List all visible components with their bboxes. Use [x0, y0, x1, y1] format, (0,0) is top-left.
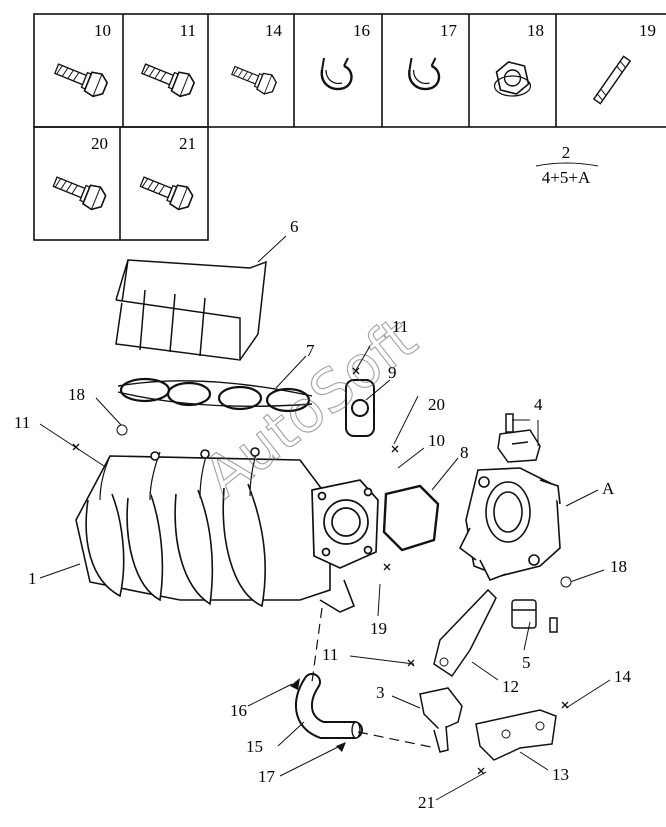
hose-clamp-icon [320, 56, 353, 91]
hose-clamp-icon [408, 56, 441, 91]
callouts: 1 3 4 5 6 7 8 9 10 11 11 11 12 13 14 15 … [14, 217, 632, 812]
callout-A: A [602, 479, 615, 498]
callout-14: 14 [614, 667, 632, 686]
callout-12: 12 [502, 677, 519, 696]
fastener-number: 11 [180, 21, 196, 40]
assembly-note-number: 2 [562, 143, 571, 162]
flange-bolt-icon [51, 56, 111, 101]
throttle-body [458, 467, 561, 582]
fastener-number: 19 [639, 21, 656, 40]
fastener-cell-14: 14 [228, 21, 283, 98]
bracket-13 [475, 709, 557, 761]
fastener-cell-21: 21 [136, 134, 196, 214]
flange-nut-icon [493, 61, 532, 97]
callout-10: 10 [428, 431, 445, 450]
callout-9: 9 [388, 363, 397, 382]
callout-13: 13 [552, 765, 569, 784]
cross-markers [72, 367, 569, 775]
callout-11-bottom: 11 [322, 645, 338, 664]
fastener-number: 16 [353, 21, 370, 40]
routing-lines [311, 607, 437, 749]
vacuum-hose [295, 673, 363, 739]
throttle-gasket [382, 484, 440, 552]
fastener-cell-10: 10 [51, 21, 111, 101]
manifold-throttle-flange [311, 479, 379, 569]
intake-manifold [75, 447, 356, 613]
fastener-cell-16: 16 [320, 21, 370, 91]
callout-1: 1 [28, 569, 37, 588]
fastener-cell-20: 20 [49, 134, 109, 214]
throttle-position-sensor [497, 413, 541, 463]
bracket-12 [433, 588, 497, 678]
flange-bolt-icon [138, 56, 198, 101]
callout-6: 6 [290, 217, 299, 236]
callout-15: 15 [246, 737, 263, 756]
callout-19: 19 [370, 619, 387, 638]
idle-control-valve [511, 599, 558, 633]
o-ring-marker-18b [560, 576, 572, 588]
fastener-table [33, 13, 666, 241]
callout-11-left: 11 [14, 413, 30, 432]
sensor-bracket [419, 687, 463, 753]
callout-18-left: 18 [68, 385, 85, 404]
callout-16: 16 [230, 701, 247, 720]
o-ring-marker-18a [116, 424, 128, 436]
arrow-17 [336, 742, 346, 752]
assembly-note-formula: 4+5+A [542, 168, 591, 187]
fastener-number: 14 [265, 21, 283, 40]
callout-21: 21 [418, 793, 435, 812]
callout-3: 3 [376, 683, 385, 702]
callout-18-right: 18 [610, 557, 627, 576]
fastener-number: 10 [94, 21, 111, 40]
callout-5: 5 [522, 653, 531, 672]
fastener-cell-11: 11 [138, 21, 198, 101]
assembly-note: 2 4+5+A [535, 143, 599, 187]
fastener-number: 20 [91, 134, 108, 153]
flange-bolt-icon [136, 169, 196, 214]
fastener-number: 17 [440, 21, 458, 40]
callout-11-top: 11 [392, 317, 408, 336]
idle-valve-gasket [345, 379, 375, 437]
fastener-cell-19: 19 [592, 21, 656, 105]
callout-8: 8 [460, 443, 469, 462]
callout-4: 4 [534, 395, 543, 414]
callout-20: 20 [428, 395, 445, 414]
intake-gasket [117, 377, 313, 413]
arrow-16 [290, 678, 300, 690]
leader-lines [39, 235, 611, 801]
fastener-cell-18: 18 [493, 21, 544, 97]
callout-17: 17 [258, 767, 276, 786]
fastener-cell-17: 17 [408, 21, 458, 91]
fastener-number: 18 [527, 21, 544, 40]
stud-icon [592, 55, 632, 105]
short-bolt-icon [228, 60, 279, 98]
flange-bolt-icon [49, 169, 109, 214]
plenum-cover [115, 259, 267, 361]
fastener-number: 21 [179, 134, 196, 153]
callout-7: 7 [306, 341, 315, 360]
